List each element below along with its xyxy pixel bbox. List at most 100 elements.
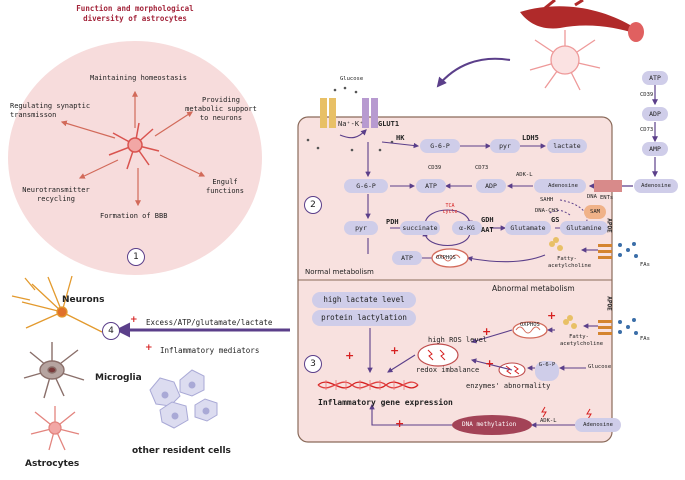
- succinate-node: succinate: [400, 221, 440, 235]
- plus-lactylation: +: [345, 349, 355, 362]
- apoe-receptor-abnormal: [598, 320, 612, 335]
- chain-cd39: CD39: [640, 92, 654, 98]
- adkl-abnormal-label: ADK-L: [540, 418, 557, 424]
- fatty-acid-icon-normal: [549, 237, 563, 251]
- g6p-top: G-6-P: [420, 139, 460, 153]
- hk-label: HK: [396, 134, 405, 142]
- g6p-abnormal-node: G-6-P: [535, 361, 559, 381]
- sahh-label: SAHH: [540, 197, 554, 203]
- functions-ellipse: [8, 41, 262, 275]
- dnach3-label: DNA-CH3: [535, 208, 559, 214]
- fas-abnormal-label: FAs: [640, 336, 650, 342]
- chain-adenosine: Adenosine: [634, 179, 678, 193]
- mitochondria-icon-normal: [431, 248, 469, 268]
- step-4-marker: 4: [102, 322, 120, 340]
- plus-mediators: +: [145, 343, 153, 353]
- plus-excess: +: [130, 315, 138, 325]
- vessel-astrocyte-icon: [529, 30, 601, 91]
- redox-label: redox imbalance: [416, 366, 480, 374]
- dna-helix-icon: [317, 380, 419, 390]
- pyr-node: pyr: [344, 221, 378, 235]
- tca-label: TCA cycle: [442, 203, 458, 215]
- abnormal-metabolism-label: Abnormal metabolism: [492, 284, 575, 293]
- atp-node: ATP: [416, 179, 446, 193]
- mediators-label: Inflammatory mediators: [160, 346, 260, 355]
- g6p-node: G-6-P: [344, 179, 388, 193]
- fatty-abnormal-label: Fatty-acetylcholine: [560, 334, 604, 347]
- plus-oxphos: +: [547, 309, 557, 322]
- plus-redox: +: [390, 344, 400, 357]
- microglia-label: Microglia: [95, 373, 142, 383]
- fas-dots-normal: [618, 242, 638, 258]
- neuron-icon: [11, 275, 103, 333]
- dna-methylation-label: DNA methylation: [462, 421, 517, 428]
- enzymes-label: enzymes' abnormality: [466, 382, 551, 390]
- astrocyte-center-icon: [108, 122, 160, 170]
- akg-node: α-KG: [452, 221, 482, 235]
- transporter-icons: [320, 98, 378, 139]
- function-engulf: Engulf functions: [206, 178, 244, 195]
- ros-label: high ROS level: [428, 336, 488, 344]
- astrocytes-label: Astrocytes: [25, 459, 80, 469]
- normal-metabolism-label: Normal metabolism: [305, 268, 374, 276]
- sam-node: SAM: [584, 205, 606, 219]
- astrocyte-icon: [30, 406, 80, 451]
- function-bbb: Formation of BBB: [100, 212, 168, 220]
- fatty-normal-label: Fatty-acetylcholine: [548, 256, 592, 269]
- adenosine-abnormal-node: Adenosine: [575, 418, 621, 432]
- ents-label: ENTs: [600, 195, 614, 201]
- step-2-marker: 2: [304, 196, 322, 214]
- step-3-marker: 3: [304, 355, 322, 373]
- function-synaptic: Regulating synaptic transmisson: [10, 102, 91, 119]
- blood-vessel-icon: [520, 0, 644, 42]
- cd39-label: CD39: [428, 165, 442, 171]
- glucose-abnormal-label: Glucose: [588, 364, 612, 370]
- diagram-title: Function and morphological diversity of …: [76, 4, 194, 23]
- chain-atp: ATP: [642, 71, 668, 85]
- step-1-marker: 1: [127, 248, 145, 266]
- oxphos-normal-label: OXPHOS: [436, 255, 456, 261]
- atp-bottom-node: ATP: [392, 251, 422, 265]
- gene-expression-label: Inflammatory gene expression: [318, 398, 453, 407]
- function-neurotransmitter: Neurotransmitter recycling: [22, 186, 90, 203]
- ldh5-label: LDH5: [522, 134, 539, 142]
- adkl-label: ADK-L: [516, 172, 533, 178]
- pdh-label: PDH: [386, 218, 399, 226]
- chain-adp: ADP: [642, 107, 668, 121]
- nak-label: Na⁺-K⁺: [338, 120, 364, 128]
- glut1-label: GLUT1: [378, 120, 400, 128]
- function-metabolic: Providing metabolic support to neurons: [185, 96, 257, 122]
- function-homeostasis: Maintaining homeostasis: [90, 74, 187, 82]
- lactate-pill: lactate: [547, 139, 587, 153]
- excess-label: Excess/ATP/glutamate/lactate: [146, 318, 273, 327]
- gdh-label: GDH: [481, 216, 494, 224]
- fas-dots-abnormal: [618, 318, 638, 335]
- pyr-top: pyr: [490, 139, 520, 153]
- adenosine-node: Adenosine: [540, 179, 586, 193]
- cd73-label: CD73: [475, 165, 489, 171]
- chain-amp: AMP: [642, 142, 668, 156]
- chain-cd73: CD73: [640, 127, 654, 133]
- redox-mitochondria-icon: [417, 343, 459, 367]
- microglia-icon: [23, 342, 85, 399]
- oxphos-abnormal-label: OXPHOS: [520, 322, 540, 328]
- apoe-abnormal-label: APOE: [605, 296, 613, 311]
- glutamine-node: Glutamine: [560, 221, 608, 235]
- fatty-acid-icon-abnormal: [563, 315, 577, 329]
- plus-ros: +: [482, 325, 492, 338]
- lactylation-pill: protein lactylation: [312, 310, 416, 326]
- plus-enzymes: +: [485, 357, 495, 370]
- resident-cells-icon: [149, 369, 218, 429]
- aat-label: AAT: [481, 226, 494, 234]
- entry-arrow: [436, 57, 511, 88]
- plus-methylation: +: [395, 417, 405, 430]
- fas-normal-label: FAs: [640, 262, 650, 268]
- gs-label: GS: [551, 216, 560, 224]
- glucose-label: Glucose: [340, 76, 364, 82]
- function-arrows: [60, 90, 206, 207]
- other-cells-label: other resident cells: [132, 446, 231, 456]
- apoe-receptor-normal: [598, 244, 612, 259]
- apoe-normal-label: APOE: [605, 218, 613, 233]
- dna-methylation-shape: [452, 415, 532, 435]
